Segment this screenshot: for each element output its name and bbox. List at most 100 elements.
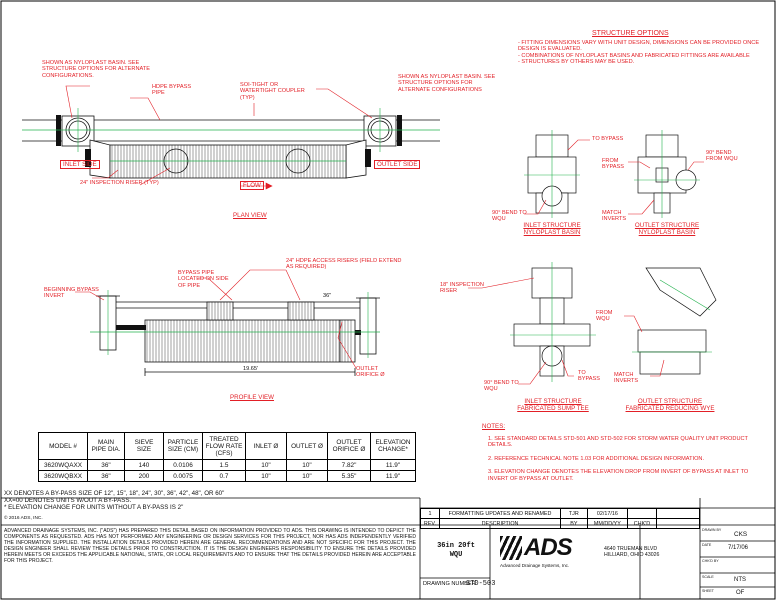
spec-cell: 3620WQAXX [38,459,88,471]
outlet-fab-title-2: FABRICATED REDUCING WYE [625,405,715,412]
inlet-fab-riser: 18" INSPECTION RISER [440,282,484,295]
drawn-by: CKS [734,531,748,538]
revision-header-cell: DESCRIPTION [438,518,562,529]
outlet-nylo-title-2: NYLOPLAST BASIN [638,229,696,236]
structure-option-1: - FITTING DIMENSIONS VARY WITH UNIT DESI… [518,40,760,53]
profile-note-invert: BEGINNING BYPASS INVERT [44,287,99,300]
footnote-2: XX=00 DENOTES UNITS W/OUT A BY-PASS. [4,497,132,504]
revision-cell: 1 [420,508,440,519]
inlet-nylo-title-1: INLET STRUCTURE [523,222,581,229]
sheet-label: SHEET [702,589,714,593]
inlet-nylo-title: INLET STRUCTURE NYLOPLAST BASIN [522,222,582,236]
coupler-body-right [365,149,371,167]
spec-cell: 0.7 [202,470,246,482]
ads-logo: ADS Advanced Drainage Systems, Inc. [500,534,573,568]
ads-company-name: Advanced Drainage Systems, Inc. [500,563,570,568]
coupler-left [56,115,61,146]
ads-address-1: 4640 TRUEMAN BLVD [604,546,658,552]
profile-note-access: 24" HDPE ACCESS RISERS (FIELD EXTEND AS … [286,258,402,271]
outlet-nyloplast-detail [637,134,697,214]
inlet-nylo-title-2: NYLOPLAST BASIN [523,229,581,236]
outlet-fab-from-wqu: FROM WQU [596,310,613,323]
plan-corrugations [111,145,344,178]
spec-cell: 10" [286,470,328,482]
outlet-nylo-from-bypass: FROM BYPASS [602,158,624,171]
outlet-fab-title: OUTLET STRUCTURE FABRICATED REDUCING WYE [620,398,720,412]
structure-options-list: - FITTING DIMENSIONS VARY WITH UNIT DESI… [518,40,768,66]
revision-cell: 02/17/16 [586,508,629,519]
revision-cell: FORMATTING UPDATES AND RENAMED [438,508,562,519]
coupler-right [397,115,402,146]
spec-cell: 10" [245,470,287,482]
outlet-nylo-bend: 90° BEND FROM WQU [706,150,738,163]
footnotes: XX DENOTES A BY-PASS SIZE OF 12", 15", 1… [4,490,404,511]
ads-logo-text: ADS [524,534,573,561]
plan-view-title: PLAN VIEW [233,212,267,219]
drawing-title-line-1: 36in 20ft [437,542,475,550]
dim-36: 36" [323,293,332,299]
footnote-1: XX DENOTES A BY-PASS SIZE OF 12", 15", 1… [4,490,225,497]
spec-cell: 36" [87,459,125,471]
spec-cell: 10" [245,459,287,471]
outlet-fab-title-1: OUTLET STRUCTURE [637,398,703,405]
checked-by-label: CHK'D BY [702,559,719,563]
drawn-by-label: DRAWN BY [702,528,722,532]
spec-header-cell: SIEVE SIZE [124,432,164,460]
scale: NTS [734,577,746,583]
dim-length: 19.65' [243,366,259,372]
outlet-nylo-title: OUTLET STRUCTURE NYLOPLAST BASIN [634,222,700,236]
outlet-nylo-title-1: OUTLET STRUCTURE [634,222,700,229]
outlet-nylo-match: MATCH INVERTS [602,210,627,223]
profile-view-title: PROFILE VIEW [230,394,275,401]
spec-cell: 200 [124,470,164,482]
drawing-number-label: DRAWING NUMBER: [423,581,478,587]
spec-cell: 36" [87,470,125,482]
inlet-fab-to-bypass: TO BYPASS [578,370,600,383]
plan-note-coupler: SOI-TIGHT OR WATERTIGHT COUPLER (TYP) [240,82,305,101]
inlet-fab-title-1: INLET STRUCTURE [524,398,582,405]
footnote-3: * ELEVATION CHANGE FOR UNITS WITHOUT A B… [4,504,184,511]
notes-title: NOTES: [482,423,506,430]
structure-options-title: STRUCTURE OPTIONS [592,30,669,37]
sheet: OF [736,590,745,596]
copyright: © 2016 ADS, INC. [4,516,43,521]
spec-cell: 5.35" [327,470,371,482]
plan-leaders [65,85,373,190]
spec-cell: 11.9" [370,459,416,471]
revision-header-cell: BY [560,518,588,529]
profile-corrugations [146,302,352,362]
drawing-title: 36in 20ft WQU [424,542,488,560]
outlet-orifice-note: OUTLET ORIFICE Ø [356,366,385,379]
spec-cell: 11.9" [370,470,416,482]
flow-label: FLOW [240,181,264,190]
structure-option-2: - COMBINATIONS OF NYLOPLAST BASINS AND F… [518,52,750,59]
inlet-fab-title: INLET STRUCTURE FABRICATED SUMP TEE [508,398,598,412]
spec-header-cell: MAIN PIPE DIA. [87,432,125,460]
revision-header-cell [655,518,701,529]
spec-cell: 0.0106 [163,459,203,471]
spec-cell: 7.82" [327,459,371,471]
outlet-fab-match: MATCH INVERTS [614,372,639,385]
revision-cell [655,508,701,519]
profile-view-drawing [96,295,380,376]
spec-cell: 1.5 [202,459,246,471]
plan-note-right: SHOWN AS NYLOPLAST BASIN. SEE STRUCTURE … [398,74,496,93]
outlet-side-label: OUTLET SIDE [374,160,421,169]
spec-header-cell: OUTLET Ø [286,432,328,460]
revision-header-cell: MM/DD/YY [586,518,629,529]
spec-header-cell: PARTICLE SIZE (CM) [163,432,203,460]
inlet-fab-title-2: FABRICATED SUMP TEE [517,405,589,412]
disclaimer: ADVANCED DRAINAGE SYSTEMS, INC. ("ADS") … [4,528,416,565]
inlet-fab-bend: 90° BEND TO WQU [484,380,519,393]
spec-cell: 3620WQBXX [38,470,88,482]
revision-cell [627,508,657,519]
outlet-fabricated-detail [637,267,717,375]
note-3: 3. ELEVATION CHANGE DENOTES THE ELEVATIO… [488,469,749,482]
